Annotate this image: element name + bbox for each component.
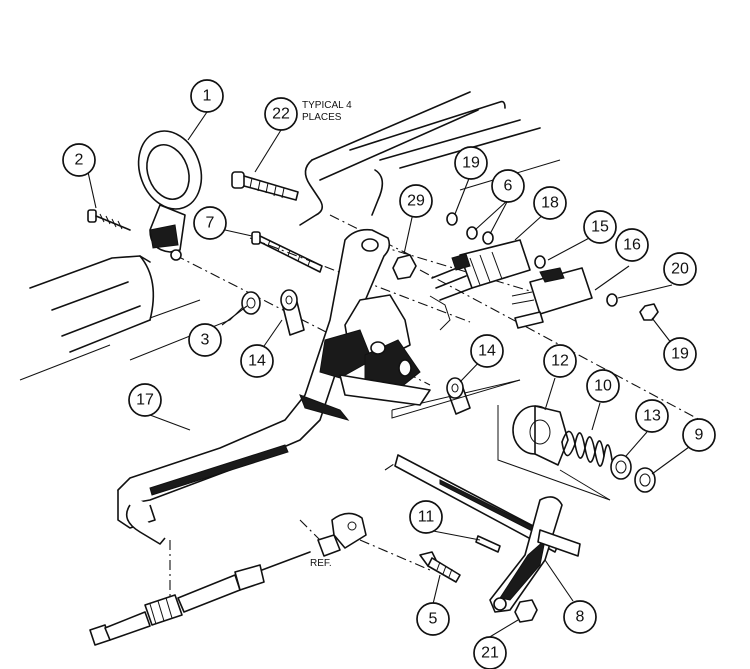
callouts: 1 2 22 7 3 14 17 29 19 6 18 15 16 20 19 … xyxy=(62,79,716,669)
bolt-part-7 xyxy=(251,231,323,273)
svg-text:8: 8 xyxy=(576,609,585,626)
svg-text:14: 14 xyxy=(478,343,496,360)
callout-22: 22 xyxy=(264,97,298,131)
nut-part-29 xyxy=(392,254,417,280)
alignment-lines xyxy=(169,214,701,600)
callout-29: 29 xyxy=(399,184,433,218)
svg-text:19: 19 xyxy=(671,346,689,363)
svg-text:12: 12 xyxy=(551,353,569,370)
frame-rails xyxy=(19,91,561,381)
shaft-box xyxy=(391,379,611,501)
callout-2: 2 xyxy=(62,143,96,177)
svg-text:18: 18 xyxy=(541,195,559,212)
small-hardware xyxy=(446,212,659,321)
svg-text:17: 17 xyxy=(136,392,154,409)
leader-lines xyxy=(87,111,690,639)
washer-part-9 xyxy=(634,467,656,493)
callout-14-left: 14 xyxy=(240,344,274,378)
shaft xyxy=(394,454,561,553)
bolt-part-22 xyxy=(231,171,299,201)
bushing-part-14-right xyxy=(446,377,471,415)
nut-19-top xyxy=(446,212,458,226)
callout-14-right: 14 xyxy=(470,334,504,368)
washer-part-13 xyxy=(610,454,632,480)
svg-text:7: 7 xyxy=(206,215,215,232)
callout-1: 1 xyxy=(190,79,224,113)
svg-text:20: 20 xyxy=(671,261,689,278)
svg-text:13: 13 xyxy=(643,408,661,425)
mirror-part xyxy=(137,130,203,261)
typical-note-line1: TYPICAL 4 xyxy=(302,100,352,111)
callout-17: 17 xyxy=(128,383,162,417)
svg-text:11: 11 xyxy=(418,509,435,526)
svg-text:14: 14 xyxy=(248,353,266,370)
callout-18: 18 xyxy=(533,186,567,220)
svg-text:5: 5 xyxy=(429,611,438,628)
svg-text:3: 3 xyxy=(201,332,210,349)
washer-part-3 xyxy=(241,291,261,315)
callout-13: 13 xyxy=(635,399,669,433)
cable-assembly xyxy=(89,512,367,646)
callout-7: 7 xyxy=(193,206,227,240)
pin-part-11 xyxy=(475,535,501,553)
svg-text:19: 19 xyxy=(462,155,480,172)
svg-text:29: 29 xyxy=(407,193,425,210)
typical-note-line2: PLACES xyxy=(302,112,342,123)
nut-part-21 xyxy=(514,599,538,623)
ref-note: REF. xyxy=(310,558,332,569)
callout-8: 8 xyxy=(563,600,597,634)
callout-10: 10 xyxy=(586,369,620,403)
callout-15: 15 xyxy=(583,210,617,244)
callout-6: 6 xyxy=(491,169,525,203)
svg-text:10: 10 xyxy=(594,378,612,395)
callout-12: 12 xyxy=(543,344,577,378)
svg-text:1: 1 xyxy=(203,88,212,105)
bushing-part-14-left xyxy=(280,289,305,336)
callout-11: 11 xyxy=(409,500,443,534)
callout-16: 16 xyxy=(615,228,649,262)
svg-text:2: 2 xyxy=(75,152,84,169)
svg-text:22: 22 xyxy=(272,106,290,123)
pedal-arm-part-17 xyxy=(117,228,431,545)
svg-text:16: 16 xyxy=(623,237,641,254)
callout-5: 5 xyxy=(416,602,450,636)
callout-19-bottom: 19 xyxy=(663,337,697,371)
svg-text:9: 9 xyxy=(695,427,704,444)
callout-19-top: 19 xyxy=(454,146,488,180)
screw-part-2 xyxy=(87,209,131,231)
switch-part-16 xyxy=(511,267,593,329)
callout-20: 20 xyxy=(663,252,697,286)
callout-9: 9 xyxy=(682,418,716,452)
svg-text:21: 21 xyxy=(481,645,499,662)
svg-text:6: 6 xyxy=(504,178,513,195)
spring-part-10 xyxy=(561,430,613,467)
switch-part-18 xyxy=(429,239,531,331)
svg-text:15: 15 xyxy=(591,219,609,236)
callout-21: 21 xyxy=(473,636,507,669)
lever-part-8 xyxy=(489,496,581,613)
cam-part-12 xyxy=(512,405,569,466)
callout-3: 3 xyxy=(188,323,222,357)
stud-part-5 xyxy=(419,551,461,583)
